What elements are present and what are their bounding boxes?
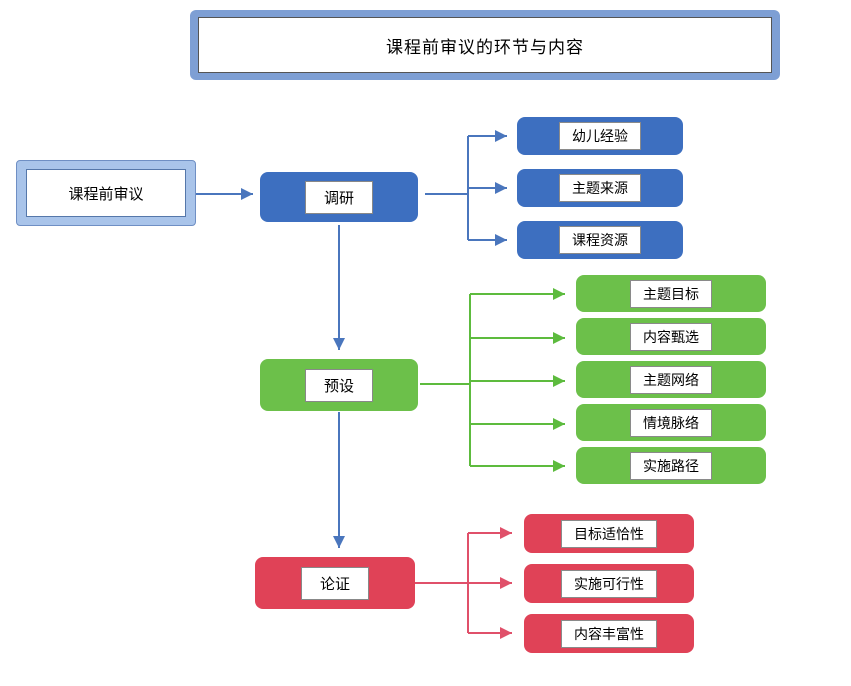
leaf-survey-3[interactable]: 课程资源 [517, 221, 683, 259]
leaf-survey-3-label: 课程资源 [559, 226, 641, 254]
stage-node-survey[interactable]: 调研 [260, 172, 418, 222]
stage-node-survey-label: 调研 [304, 180, 373, 214]
leaf-survey-1[interactable]: 幼儿经验 [517, 117, 683, 155]
stage-node-preset[interactable]: 预设 [260, 359, 418, 411]
leaf-preset-1-label: 主题目标 [630, 279, 712, 308]
leaf-survey-2-label: 主题来源 [559, 174, 641, 202]
diagram-title-banner: 课程前审议的环节与内容 [190, 10, 780, 80]
leaf-argument-2[interactable]: 实施可行性 [524, 564, 694, 603]
start-node-label: 课程前审议 [26, 169, 186, 217]
leaf-argument-1-label: 目标适恰性 [561, 519, 657, 548]
leaf-preset-1[interactable]: 主题目标 [576, 275, 766, 312]
leaf-preset-2[interactable]: 内容甄选 [576, 318, 766, 355]
stage-node-argument-label: 论证 [300, 566, 369, 600]
leaf-preset-5-label: 实施路径 [630, 451, 712, 480]
leaf-survey-1-label: 幼儿经验 [559, 122, 641, 150]
leaf-preset-3-label: 主题网络 [630, 365, 712, 394]
start-node[interactable]: 课程前审议 [16, 160, 196, 226]
leaf-argument-1[interactable]: 目标适恰性 [524, 514, 694, 553]
leaf-preset-4[interactable]: 情境脉络 [576, 404, 766, 441]
leaf-preset-5[interactable]: 实施路径 [576, 447, 766, 484]
stage-node-preset-label: 预设 [304, 368, 373, 402]
diagram-title: 课程前审议的环节与内容 [198, 17, 772, 73]
leaf-preset-2-label: 内容甄选 [630, 322, 712, 351]
leaf-argument-3[interactable]: 内容丰富性 [524, 614, 694, 653]
leaf-survey-2[interactable]: 主题来源 [517, 169, 683, 207]
leaf-preset-3[interactable]: 主题网络 [576, 361, 766, 398]
leaf-argument-3-label: 内容丰富性 [561, 619, 657, 648]
leaf-argument-2-label: 实施可行性 [561, 569, 657, 598]
stage-node-argument[interactable]: 论证 [255, 557, 415, 609]
leaf-preset-4-label: 情境脉络 [630, 408, 712, 437]
